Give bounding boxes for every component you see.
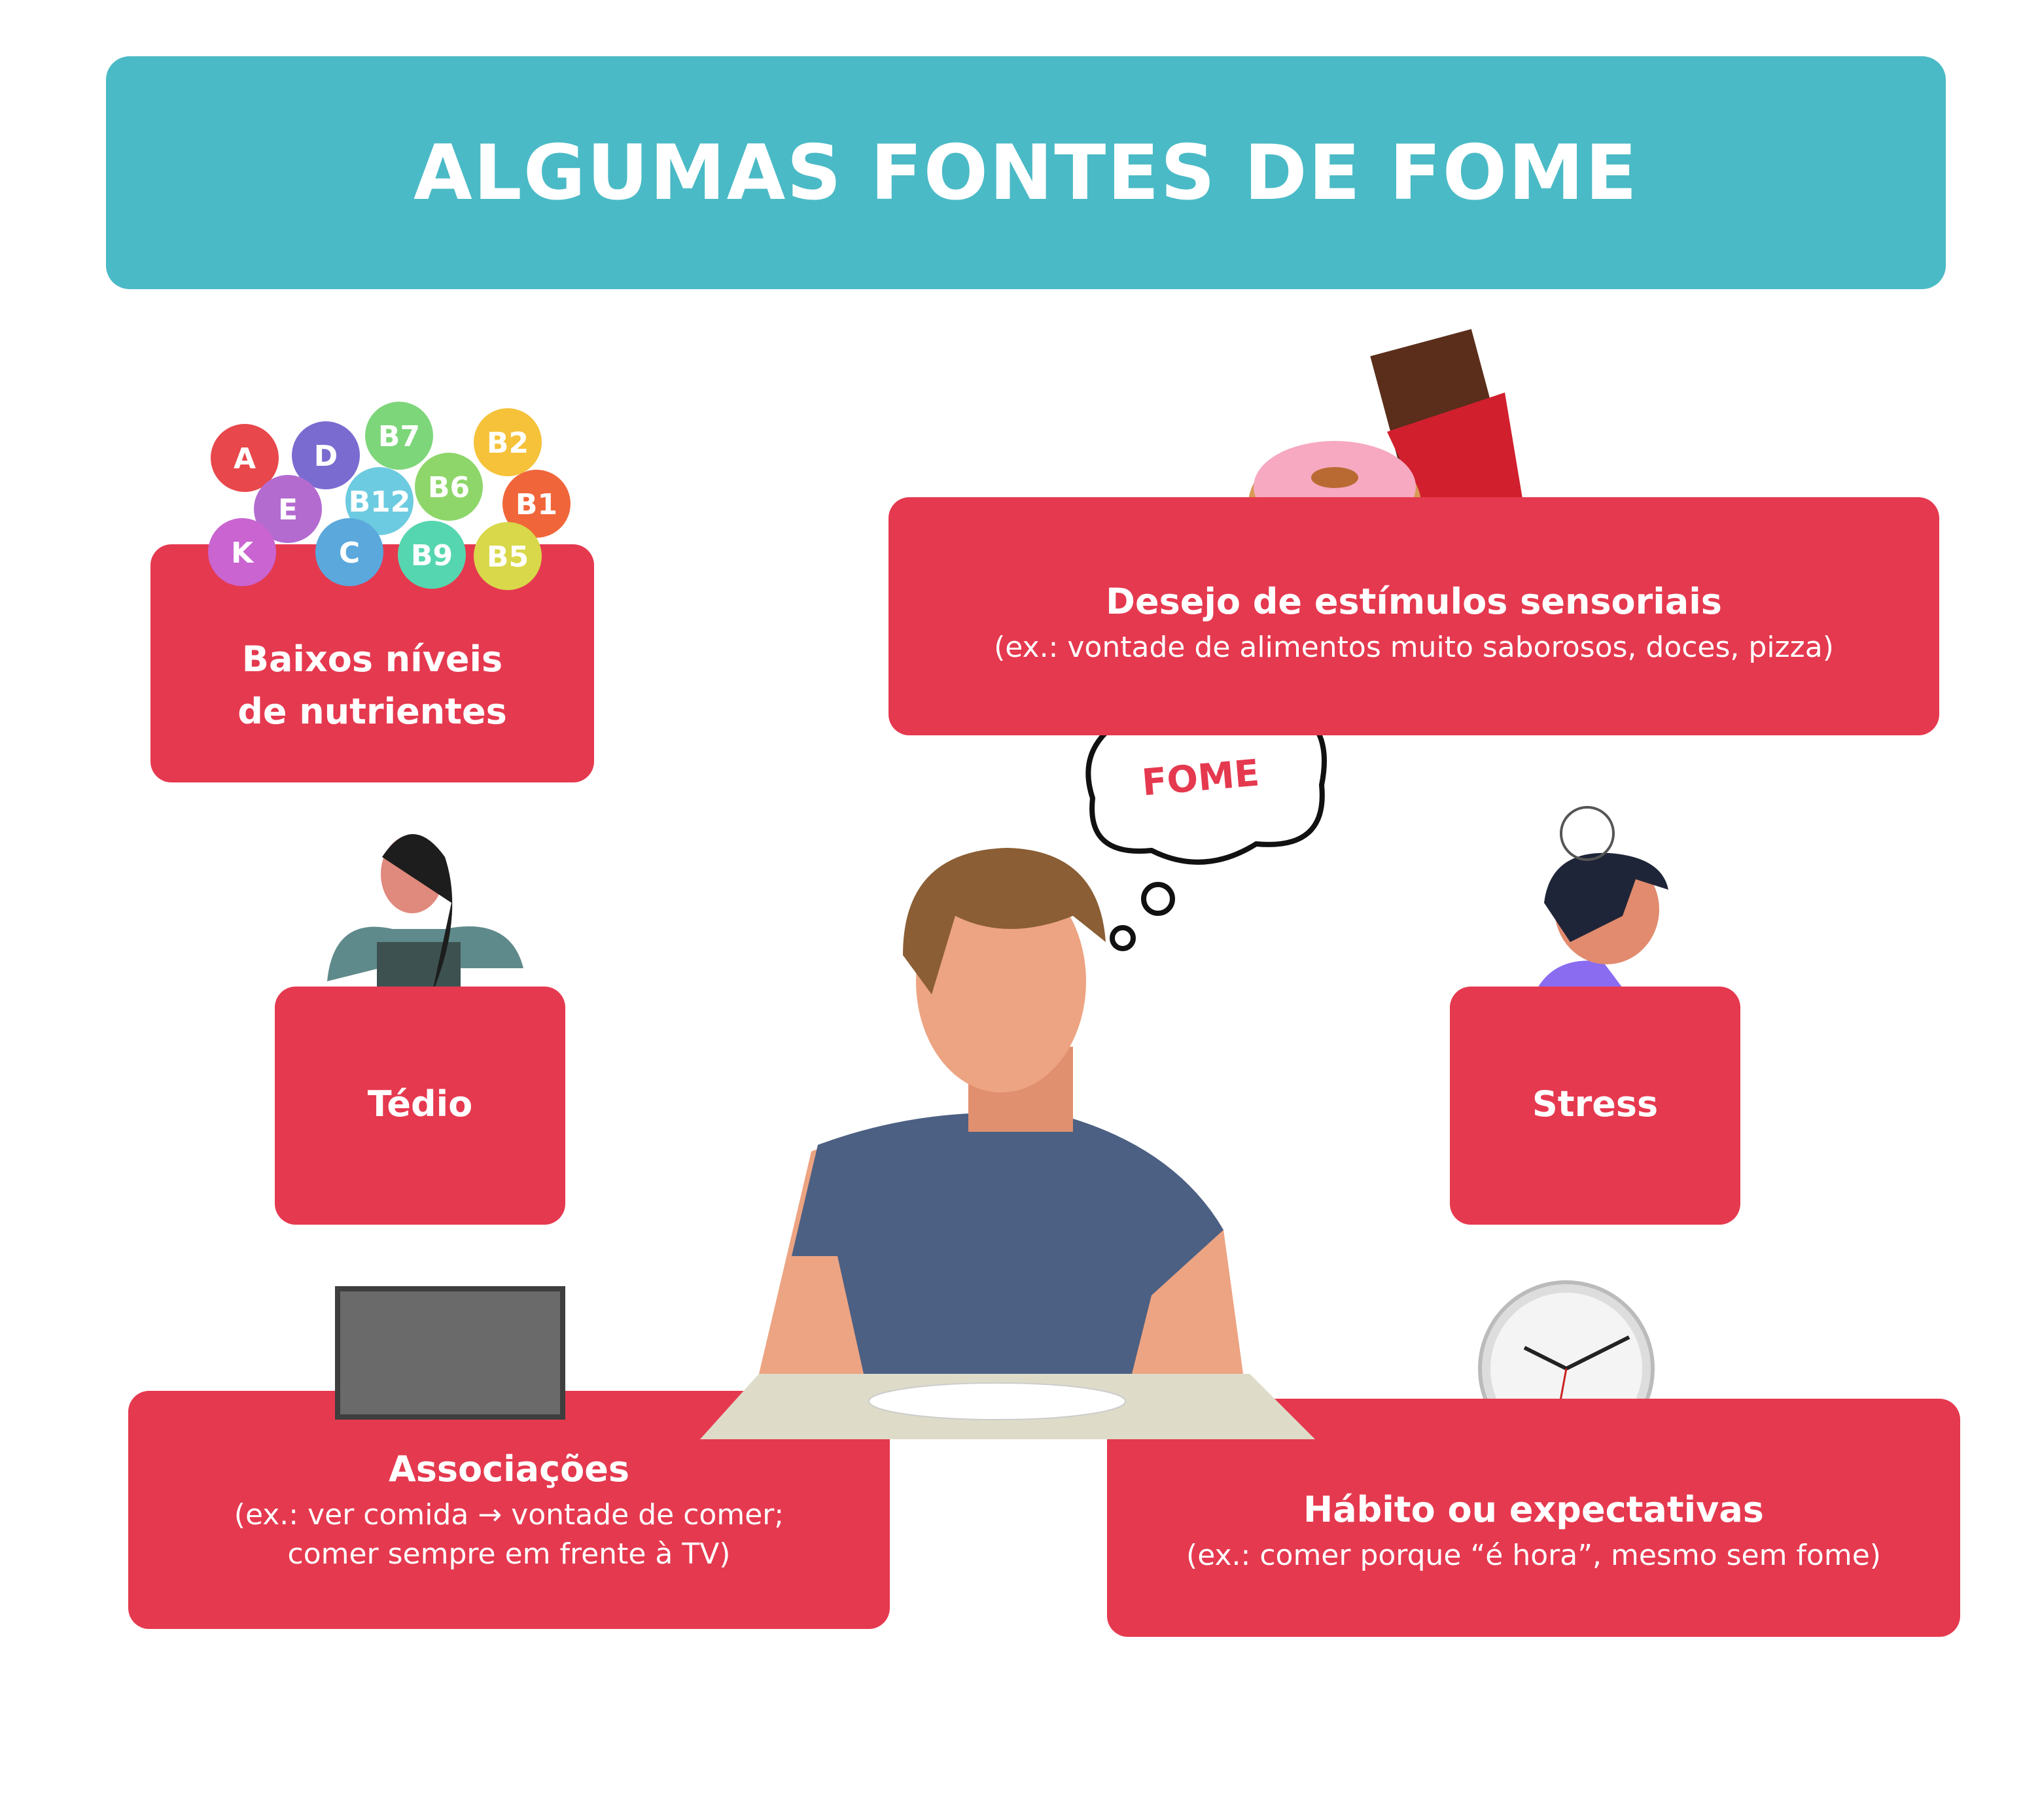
card-associations-subtitle-2: comer sempre em frente à TV): [287, 1539, 731, 1571]
card-associations-title: Associações: [388, 1450, 629, 1490]
card-associations-subtitle-1: (ex.: ver comida → vontade de comer;: [234, 1499, 784, 1532]
card-boredom: Tédio: [275, 987, 565, 1225]
card-nutrients-title-2: de nutrientes: [237, 692, 507, 733]
card-sensory-title: Desejo de estímulos sensoriais: [1106, 582, 1722, 623]
card-stress-title: Stress: [1532, 1085, 1659, 1125]
card-associations: Associações (ex.: ver comida → vontade d…: [128, 1391, 890, 1629]
card-habit-title: Hábito ou expectativas: [1303, 1490, 1764, 1531]
card-boredom-title: Tédio: [367, 1085, 473, 1125]
card-nutrients-title-1: Baixos níveis: [241, 640, 503, 680]
card-sensory: Desejo de estímulos sensoriais (ex.: von…: [888, 497, 1939, 735]
card-habit-subtitle: (ex.: comer porque “é hora”, mesmo sem f…: [1186, 1540, 1881, 1573]
card-habit: Hábito ou expectativas (ex.: comer porqu…: [1107, 1399, 1960, 1637]
stressed-man-illustration: [1538, 806, 1668, 988]
thought-text: FOME: [1140, 752, 1261, 804]
header-banner: ALGUMAS FONTES DE FOME: [106, 56, 1946, 289]
page-title: ALGUMAS FONTES DE FOME: [413, 128, 1638, 217]
man-illustration: [759, 848, 1243, 1374]
card-stress: Stress: [1450, 987, 1740, 1225]
card-nutrients: Baixos níveis de nutrientes: [150, 544, 594, 782]
card-sensory-subtitle: (ex.: vontade de alimentos muito saboros…: [994, 632, 1834, 665]
